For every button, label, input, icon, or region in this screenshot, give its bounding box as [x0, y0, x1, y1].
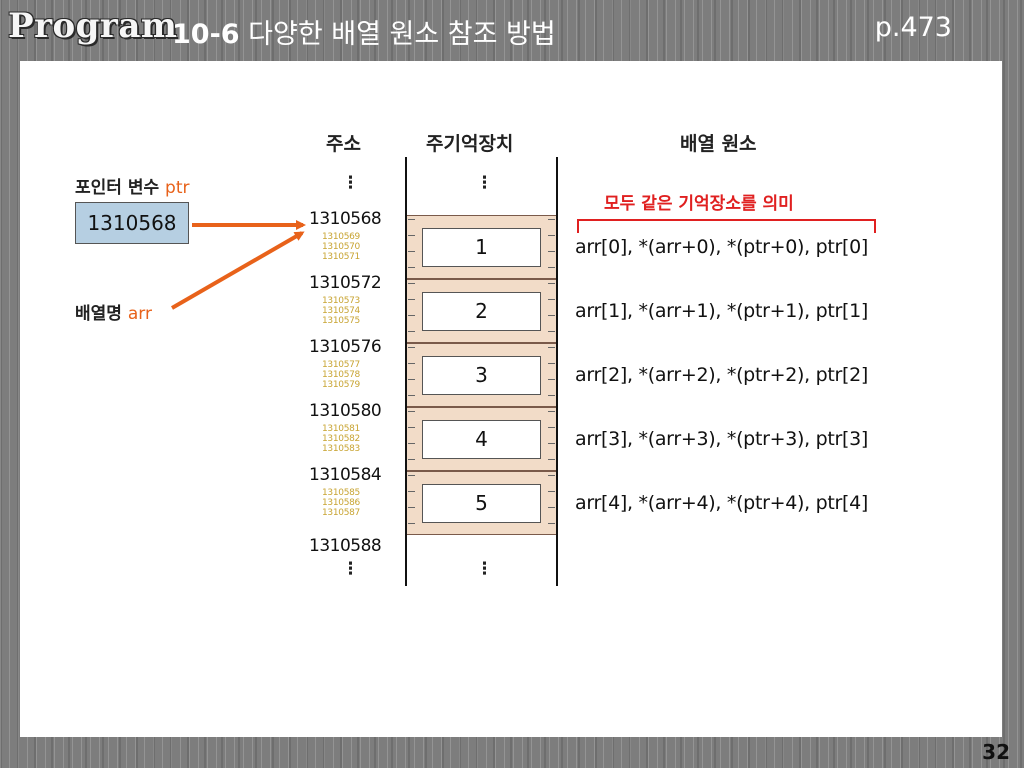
- array-name: arr: [127, 304, 152, 324]
- pointer-name: ptr: [165, 178, 190, 198]
- block-address: 1310576: [309, 337, 382, 357]
- pointer-variable-label: 포인터 변수 ptr: [75, 173, 190, 198]
- header-elements: 배열 원소: [680, 133, 757, 155]
- tick-right: [548, 315, 555, 316]
- sub-address: 1310582: [322, 434, 360, 444]
- sub-address: 1310570: [322, 242, 360, 252]
- tick-right: [548, 331, 555, 332]
- tick-left: [408, 299, 415, 300]
- slide-title: 10-6 다양한 배열 원소 참조 방법: [172, 12, 556, 51]
- sub-address: 1310574: [322, 306, 360, 316]
- tick-left: [408, 491, 415, 492]
- tick-left: [408, 219, 415, 220]
- memory-cell-value: 5: [422, 484, 541, 523]
- tick-right: [548, 347, 555, 348]
- sub-address: 1310586: [322, 498, 360, 508]
- tick-left: [408, 347, 415, 348]
- tick-left: [408, 427, 415, 428]
- element-expression: arr[4], *(arr+4), *(ptr+4), ptr[4]: [575, 492, 869, 514]
- tick-left: [408, 363, 415, 364]
- sub-address: 1310577: [322, 360, 360, 370]
- tick-right: [548, 523, 555, 524]
- sub-address: 1310569: [322, 232, 360, 242]
- tick-left: [408, 459, 415, 460]
- element-expression: arr[2], *(arr+2), *(ptr+2), ptr[2]: [575, 364, 869, 386]
- program-label: Program: [8, 6, 178, 46]
- tick-right: [548, 379, 555, 380]
- slide-header: Program 10-6 다양한 배열 원소 참조 방법 p.473: [0, 0, 1024, 60]
- title-text: 다양한 배열 원소 참조 방법: [248, 19, 556, 50]
- tick-left: [408, 443, 415, 444]
- tick-left: [408, 475, 415, 476]
- arrows: [171, 220, 306, 310]
- tick-right: [548, 475, 555, 476]
- tick-left: [408, 315, 415, 316]
- title-number: 10-6: [172, 19, 240, 50]
- tick-left: [408, 331, 415, 332]
- tick-right: [548, 459, 555, 460]
- tick-right: [548, 411, 555, 412]
- memory-cell-value: 4: [422, 420, 541, 459]
- sub-address: 1310571: [322, 252, 360, 262]
- memory-dots-top: ⋮: [476, 173, 493, 193]
- address-dots-bottom: ⋮: [342, 559, 359, 579]
- same-memory-note: 모두 같은 기억장소를 의미: [604, 194, 794, 214]
- tick-right: [548, 395, 555, 396]
- tick-right: [548, 427, 555, 428]
- block-address: 1310584: [309, 465, 382, 485]
- tick-left: [408, 283, 415, 284]
- array-label-text: 배열명: [75, 304, 122, 324]
- note-bracket: [577, 219, 876, 233]
- sub-address: 1310585: [322, 488, 360, 498]
- sub-address: 1310573: [322, 296, 360, 306]
- array-name-label: 배열명 arr: [75, 299, 152, 324]
- sub-address: 1310578: [322, 370, 360, 380]
- tick-left: [408, 395, 415, 396]
- memory-column: [405, 157, 558, 586]
- element-expression: arr[3], *(arr+3), *(ptr+3), ptr[3]: [575, 428, 869, 450]
- sub-address: 1310587: [322, 508, 360, 518]
- pointer-label-text: 포인터 변수: [75, 178, 160, 198]
- tick-right: [548, 235, 555, 236]
- tick-right: [548, 251, 555, 252]
- tick-right: [548, 491, 555, 492]
- block-address: 1310580: [309, 401, 382, 421]
- memory-cell-value: 1: [422, 228, 541, 267]
- tick-left: [408, 235, 415, 236]
- block-address: 1310568: [309, 209, 382, 229]
- tick-left: [408, 251, 415, 252]
- tick-right: [548, 219, 555, 220]
- tick-right: [548, 507, 555, 508]
- tick-left: [408, 523, 415, 524]
- sub-address: 1310583: [322, 444, 360, 454]
- tick-right: [548, 267, 555, 268]
- address-dots-top: ⋮: [342, 173, 359, 193]
- element-expression: arr[0], *(arr+0), *(ptr+0), ptr[0]: [575, 236, 869, 258]
- sub-address: 1310579: [322, 380, 360, 390]
- tick-left: [408, 267, 415, 268]
- pointer-value-box: 1310568: [75, 202, 189, 244]
- header-address: 주소: [326, 133, 361, 155]
- tick-right: [548, 443, 555, 444]
- diagram-panel: 주소 주기억장치 배열 원소 포인터 변수 ptr 1310568 배열명 ar…: [20, 61, 1002, 737]
- tick-left: [408, 379, 415, 380]
- page-reference: p.473: [874, 12, 952, 43]
- memory-cell-value: 2: [422, 292, 541, 331]
- memory-cell-value: 3: [422, 356, 541, 395]
- header-memory: 주기억장치: [426, 133, 514, 155]
- memory-dots-bottom: ⋮: [476, 559, 493, 579]
- tick-left: [408, 507, 415, 508]
- block-address: 1310572: [309, 273, 382, 293]
- sub-address: 1310575: [322, 316, 360, 326]
- end-address: 1310588: [309, 536, 382, 556]
- slide-number: 32: [982, 740, 1010, 764]
- tick-left: [408, 411, 415, 412]
- tick-right: [548, 363, 555, 364]
- sub-address: 1310581: [322, 424, 360, 434]
- tick-right: [548, 283, 555, 284]
- tick-right: [548, 299, 555, 300]
- element-expression: arr[1], *(arr+1), *(ptr+1), ptr[1]: [575, 300, 869, 322]
- array-arrow: [171, 231, 305, 310]
